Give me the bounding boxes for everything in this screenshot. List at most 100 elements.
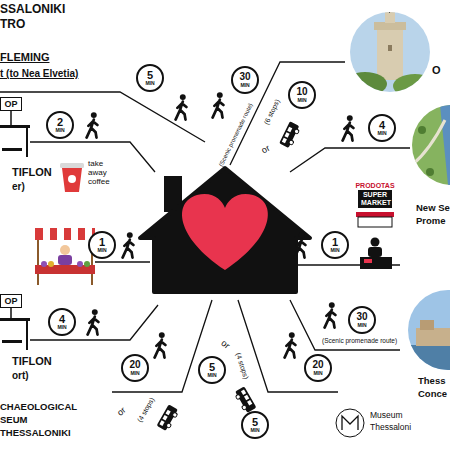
stall-goods: [48, 261, 54, 267]
place-label: take away coffee: [88, 159, 118, 186]
minutes-unit: MIN: [57, 324, 66, 330]
bus-stop-sign: OP: [0, 97, 22, 111]
walker-icon: [123, 232, 134, 257]
place-label: CHAEOLOGICAL: [0, 402, 77, 412]
shelter-roof: [0, 125, 30, 128]
photo-sea: [440, 105, 450, 185]
minutes-number: 2: [57, 117, 63, 127]
route-line: [0, 92, 205, 142]
time-clock: 10MIN: [288, 81, 316, 109]
minutes-number: 1: [99, 237, 105, 247]
vendor-body: [58, 255, 72, 265]
sign-pole: [10, 111, 12, 125]
route-line: [238, 300, 338, 392]
time-clock: 30MIN: [231, 66, 259, 94]
place-label: Thess: [418, 376, 445, 386]
minutes-number: 5: [252, 417, 258, 427]
walker-icon: [213, 92, 224, 117]
place-label: or: [116, 406, 128, 419]
stall-pole: [37, 240, 39, 285]
place-label: or: [260, 144, 272, 157]
deli-body: [368, 247, 382, 257]
shelter-bench: [2, 148, 22, 151]
awning-stripe: [43, 228, 50, 240]
place-label: (4 stops): [234, 352, 250, 380]
bus-icon: [233, 386, 256, 414]
minutes-unit: MIN: [330, 247, 339, 253]
hall-building: [416, 328, 450, 346]
tower-window: [388, 45, 392, 51]
minutes-unit: MIN: [377, 130, 386, 136]
vendor-head: [60, 245, 70, 255]
house-icon: [140, 168, 310, 292]
place-label: er): [12, 181, 25, 192]
route-line: [95, 261, 150, 262]
time-clock: 4MIN: [48, 308, 76, 336]
minutes-number: 5: [147, 70, 153, 80]
bus-stop-sign: OP: [0, 294, 22, 308]
minutes-unit: MIN: [145, 80, 154, 86]
minutes-unit: MIN: [97, 247, 106, 253]
time-clock: 1MIN: [321, 231, 349, 259]
stall-goods: [84, 261, 90, 267]
place-label: O: [432, 64, 441, 76]
route-line: [290, 148, 410, 172]
route-line: [112, 300, 212, 392]
shelter-roof: [0, 318, 30, 321]
museum-logo-mark: [342, 416, 358, 430]
deli-head: [371, 238, 380, 247]
place-label: Thessaloni: [370, 423, 411, 432]
bus-icon: [279, 121, 301, 149]
walker-icon: [155, 332, 166, 357]
time-clock: 20MIN: [121, 354, 149, 382]
minutes-unit: MIN: [55, 127, 64, 133]
place-label: TIFLON: [12, 355, 52, 367]
museum-logo: [336, 409, 364, 437]
place-label: TRO: [0, 18, 25, 31]
place-label: THESSALONIKI: [0, 428, 71, 438]
shelter-post: [26, 125, 28, 157]
place-label: or: [219, 339, 231, 352]
time-clock: 30MIN: [348, 306, 376, 334]
time-clock: 4MIN: [368, 114, 396, 142]
route-line: [290, 300, 400, 350]
walker-icon: [88, 309, 99, 334]
walker-icon: [343, 115, 354, 140]
minutes-number: 30: [239, 72, 250, 82]
sign-text: OP: [4, 99, 17, 109]
deli-meat: [364, 259, 372, 263]
minutes-number: 10: [296, 87, 307, 97]
shop-board: SUPER MARKET: [358, 190, 392, 208]
sign-pole: [10, 308, 12, 318]
place-label: SEUM: [0, 415, 27, 425]
place-label: ort): [12, 370, 29, 381]
walker-icon: [176, 94, 187, 119]
deli-counter: [360, 257, 392, 269]
tower-battlement: [374, 22, 406, 30]
flag-pole: [389, 4, 390, 13]
tree: [418, 126, 426, 134]
minutes-unit: MIN: [357, 322, 366, 328]
trees: [393, 74, 437, 98]
time-clock: 1MIN: [88, 231, 116, 259]
photo-sea: [406, 345, 450, 370]
time-clock: 5MIN: [198, 356, 226, 384]
place-label: (Scenic promenade route): [218, 102, 254, 167]
walker-icon: [285, 332, 296, 357]
awning-stripe: [71, 228, 78, 240]
cup-lid: [60, 163, 84, 168]
cup-logo: [68, 175, 76, 183]
place-label: Conce: [418, 389, 447, 399]
minutes-number: 4: [59, 314, 65, 324]
time-clock: 20MIN: [304, 354, 332, 382]
awning-stripe: [57, 228, 64, 240]
photo-sky: [406, 290, 450, 370]
sign-text: OP: [4, 296, 17, 306]
place-label: New Se: [416, 203, 450, 213]
tower-body: [377, 28, 403, 80]
stall-goods: [77, 261, 83, 267]
hall-building: [420, 320, 434, 330]
photo-park: [410, 105, 450, 185]
